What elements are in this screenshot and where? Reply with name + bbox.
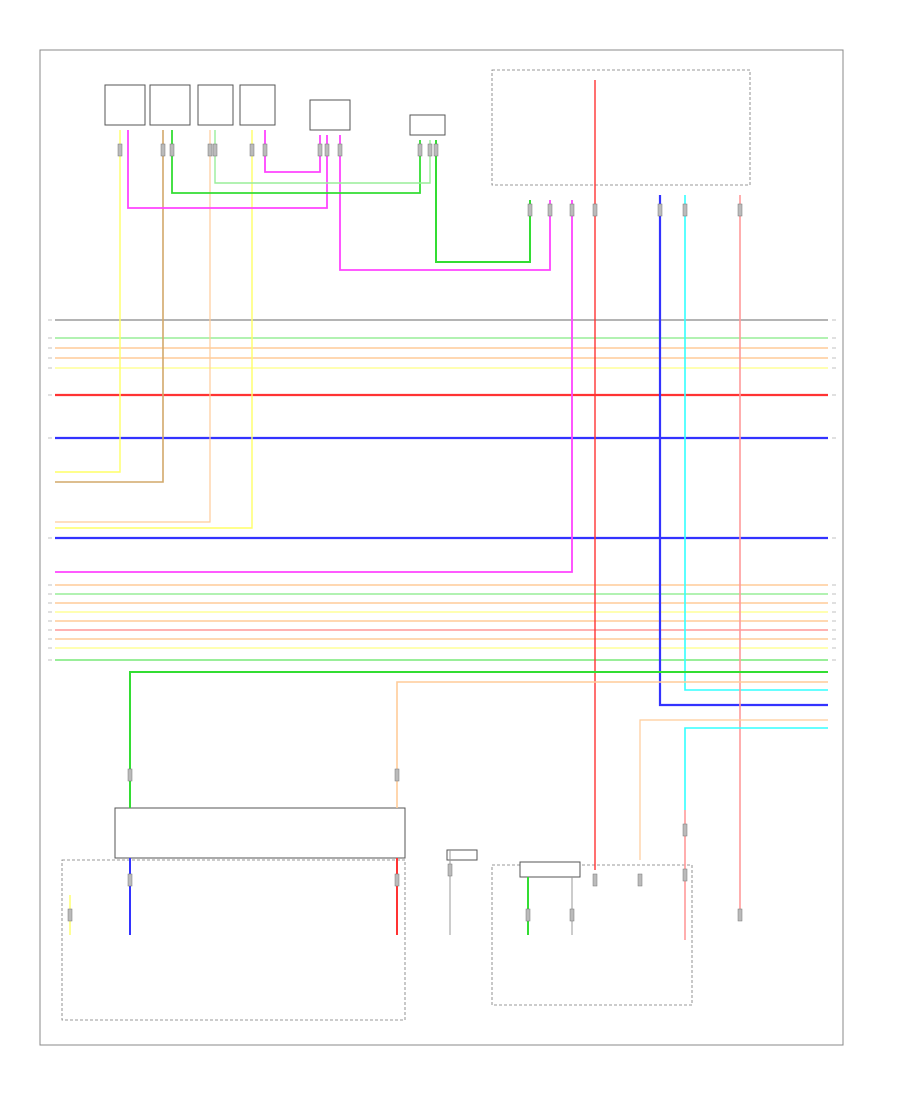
connector-block-4 [239,84,276,126]
control-module [114,807,406,859]
diagram-frame [39,49,844,1046]
connector-block-2 [149,84,191,126]
wire-connector [169,143,175,157]
tan-wire-low [639,719,828,860]
wire-connector [569,908,575,922]
wire-connector [737,908,743,922]
wire-connector [592,203,598,217]
tan-wire [55,130,164,483]
wire-connector [427,143,433,157]
cyan-wire-low [684,727,828,810]
wire-connector [249,143,255,157]
pink-wire-relay [339,135,551,271]
yellow-wire-2 [55,130,253,529]
tan-light-wire [55,130,211,523]
wire-connector [117,143,123,157]
blue-wire-right [658,195,828,707]
wire-connector [547,203,553,217]
wire-connector [682,203,688,217]
wire-connector [212,143,218,157]
wire-connector [317,143,323,157]
wire-connector [324,143,330,157]
ground-connector [446,849,478,861]
light-green-wire [214,130,431,184]
green-wire-relay [435,140,531,263]
fuel-component-group [491,864,693,1006]
green-wire-module [129,671,828,808]
connector-layer [67,143,743,922]
wire-connector [682,823,688,837]
wire-connector [527,203,533,217]
fuel-sender-connector [519,861,581,878]
wire-connector [417,143,423,157]
wire-connector [127,768,133,782]
cyan-wire-right [684,195,828,691]
pink-wire-bus [55,200,573,573]
wire-connector [67,908,73,922]
wire-connector [337,143,343,157]
wire-layer [55,80,828,940]
relay-box [491,69,751,186]
connector-block-5 [309,99,351,131]
wire-connector [394,768,400,782]
connector-block-1 [104,84,146,126]
wire-connector [657,203,663,217]
wire-connector [525,908,531,922]
wire-connector [207,143,213,157]
wire-connector [569,203,575,217]
orange-wire-module [396,681,828,808]
wire-connector [262,143,268,157]
connector-block-6 [409,114,446,136]
switch-group [61,859,406,1021]
tick-layer [48,319,836,661]
wire-connector [737,203,743,217]
wire-connector [394,873,400,887]
yellow-wire [55,130,121,473]
wire-connector [160,143,166,157]
wire-connector [637,873,643,887]
wire-connector [433,143,439,157]
top-connector-group [104,84,446,136]
pink-wire-mid [264,130,321,173]
connector-block-3 [197,84,234,126]
wire-connector [682,868,688,882]
wire-connector [127,873,133,887]
pink-wire-top [127,130,328,209]
green-wire-top [171,130,421,194]
wire-connector [592,873,598,887]
wire-connector [447,863,453,877]
